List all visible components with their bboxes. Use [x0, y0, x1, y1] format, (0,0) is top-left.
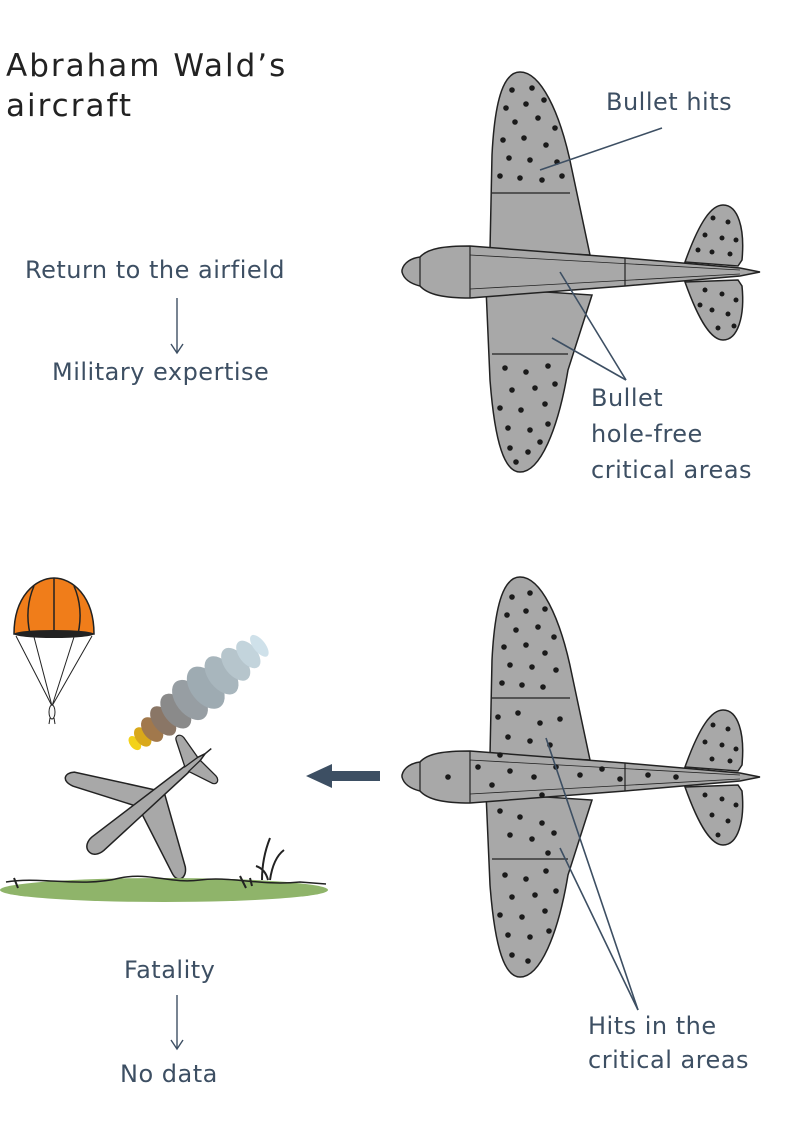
- bullet-holes: [497, 85, 739, 465]
- label-fatality: Fatality: [124, 956, 216, 984]
- label-return-airfield: Return to the airfield: [25, 256, 286, 284]
- callout-free-line-3: critical areas: [591, 456, 753, 484]
- page-title: Abraham Wald’s aircraft: [6, 48, 288, 124]
- callout-hits-line-1: Hits in the: [588, 1012, 717, 1040]
- airplane-top-view-icon: [401, 71, 761, 473]
- crashing-plane-icon: [64, 734, 219, 880]
- callout-hits-line-2: critical areas: [588, 1046, 750, 1074]
- label-military-expertise: Military expertise: [52, 358, 270, 386]
- parachute-icon: [13, 577, 95, 725]
- smoke-trail-icon: [128, 634, 269, 751]
- callout-bullet-hits: Bullet hits: [606, 88, 733, 116]
- callout-free-line-1: Bullet: [591, 384, 664, 412]
- down-arrow-icon: [170, 995, 184, 1051]
- callout-lines-bottom: [545, 737, 639, 1011]
- down-arrow-icon: [170, 298, 184, 355]
- callout-free-line-2: hole-free: [591, 420, 703, 448]
- bullet-holes: [445, 590, 739, 964]
- airplane-top-view-icon: [401, 576, 761, 978]
- left-arrow-icon: [306, 764, 380, 788]
- callout-lines-top: [539, 127, 663, 381]
- label-no-data: No data: [120, 1060, 218, 1088]
- ground-icon: [0, 837, 328, 902]
